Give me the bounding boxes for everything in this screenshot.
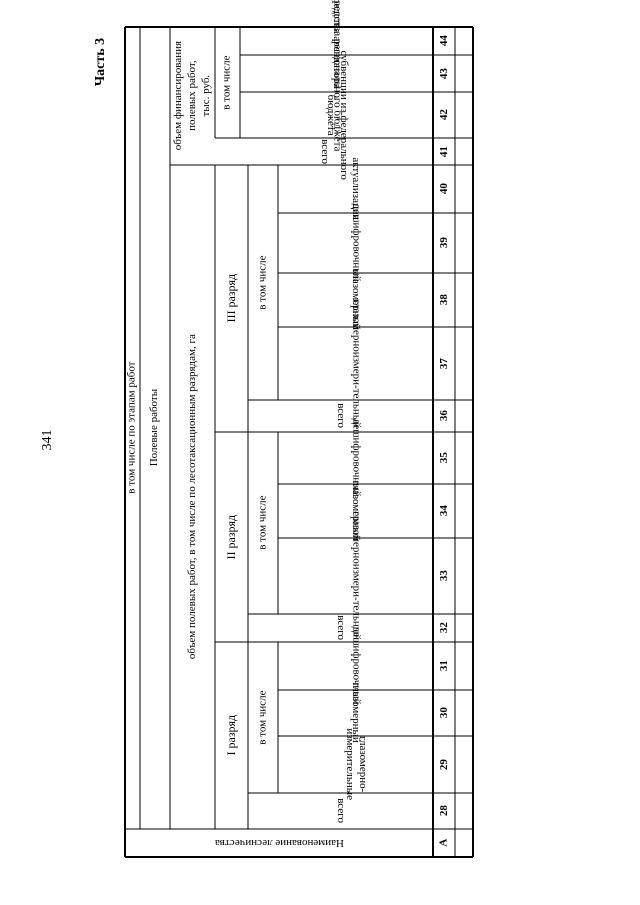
header-cat1-incl: в том числе: [256, 690, 269, 745]
col-num-32: 32: [437, 622, 450, 634]
col-num-43: 43: [437, 68, 450, 79]
header-field-volume: объем полевых работ, в том числе по лесо…: [185, 334, 198, 660]
col-31-label: дешифровочный: [350, 627, 363, 705]
col-num-44: 44: [437, 35, 450, 47]
col-num-34: 34: [437, 505, 450, 517]
col-num-31: 31: [437, 660, 450, 672]
header-cat1: I разряд: [224, 715, 239, 756]
col-num-28: 28: [437, 805, 450, 817]
col-num-30: 30: [437, 707, 450, 719]
col-36-label: всего: [335, 403, 348, 429]
col-29-label: глазомерно-измерительные: [343, 728, 369, 801]
col-44-label: средства арендатора: [331, 0, 344, 89]
col-num-A: А: [437, 839, 450, 847]
col-40-label: актуализация: [350, 157, 363, 221]
col-num-39: 39: [437, 237, 450, 249]
header-cat2-incl: в том числе: [256, 495, 269, 551]
col-28-label: всего: [335, 798, 348, 824]
col-num-29: 29: [437, 759, 450, 770]
col-33-label: глазомерноизмери-тельный: [350, 511, 363, 641]
col-37-label: глазомерноизмери-тельный: [350, 299, 363, 428]
col-num-35: 35: [437, 452, 450, 464]
header-by-stage: в том числе по этапам работ: [125, 361, 138, 495]
col-num-36: 36: [437, 410, 450, 422]
col-num-38: 38: [437, 294, 450, 306]
header-finance-volume: объем финансирования полевых работ, тыс.…: [171, 41, 212, 151]
col-num-42: 42: [437, 109, 450, 121]
col-num-40: 40: [437, 183, 450, 195]
header-cat3: III разряд: [224, 274, 239, 323]
col-num-33: 33: [437, 570, 450, 582]
col-39-label: дешифровочный: [350, 204, 363, 282]
col-32-label: всего: [335, 615, 348, 641]
header-cat3-incl: в том числе: [256, 255, 269, 310]
col-num-41: 41: [437, 146, 450, 157]
col-35-label: дешифровочный: [350, 419, 363, 497]
col-num-37: 37: [437, 358, 450, 369]
header-finance-incl: в том числе: [220, 55, 233, 110]
header-field-work: Полевые работы: [148, 389, 161, 467]
header-forestry-name: Наименование лесничества: [214, 837, 344, 850]
header-cat2: II разряд: [224, 514, 239, 560]
